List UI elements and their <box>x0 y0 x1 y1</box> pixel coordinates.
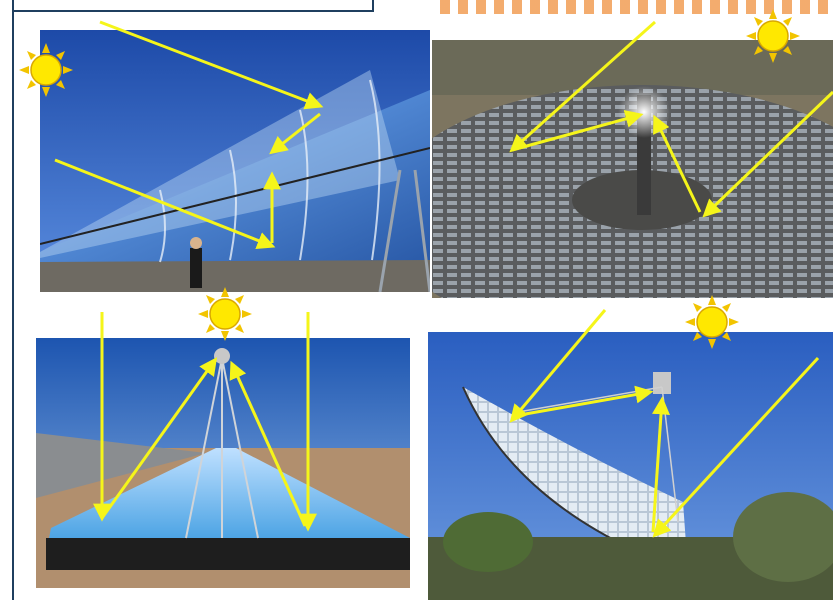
slide-frame-top <box>12 10 374 12</box>
slide-frame-left <box>12 0 14 600</box>
linear-fresnel-photo <box>36 338 410 588</box>
sun-icon <box>685 295 739 349</box>
sun-icon <box>198 287 252 341</box>
slide-frame-tick <box>372 0 374 12</box>
parabolic-trough-photo <box>40 30 430 292</box>
parabolic-dish-photo <box>428 332 833 600</box>
decorative-dash-border <box>440 0 833 14</box>
solar-power-tower-photo <box>432 40 833 298</box>
sun-icon <box>19 43 73 97</box>
sun-icon <box>746 9 800 63</box>
